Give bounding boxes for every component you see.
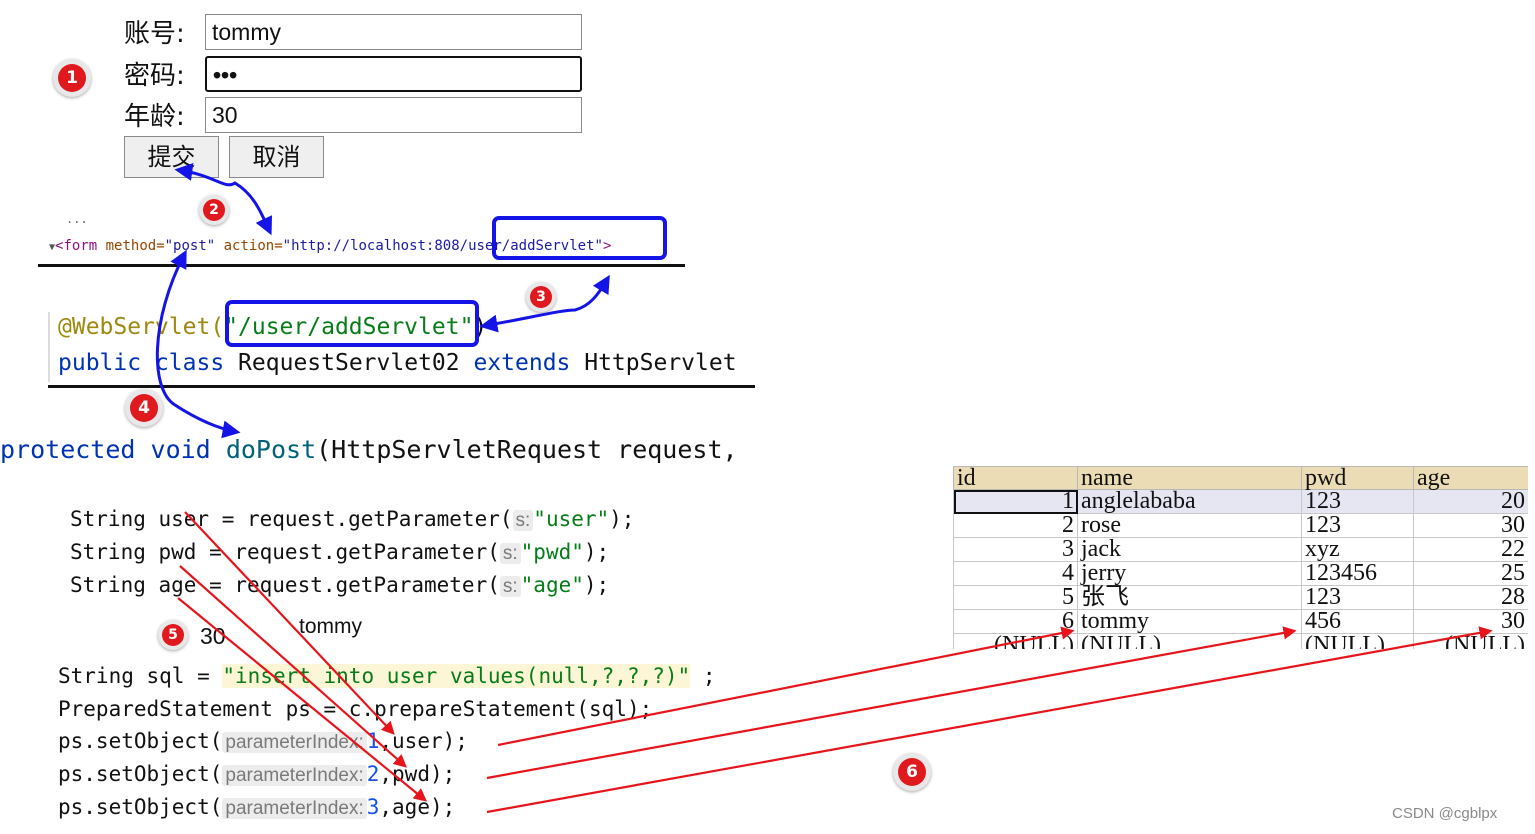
sql-line: String sql = "insert into user values(nu… [58,664,716,688]
prepared-statement-line: PreparedStatement ps = c.prepareStatemen… [58,697,653,721]
dopost-signature: protected void doPost(HttpServletRequest… [0,435,738,464]
arrow-submit-to-form [174,163,273,236]
step-badge-4: 4 [125,389,163,427]
arrow-post-to-dopost [155,249,241,439]
step-badge-6: 6 [893,753,931,791]
age-input[interactable]: 30 [205,97,582,133]
arrow-set3-to-age [486,626,1493,814]
devtools-comment: ... [66,212,88,226]
set-object-line-3: ps.setObject(parameterIndex:3,age); [58,795,456,819]
arrow-set1-to-name [497,626,1075,747]
servlet-path: "/user/addServlet" [224,314,474,340]
account-input[interactable]: tommy [205,14,582,50]
arrow-path-to-action [479,274,610,333]
divider-line [38,264,685,267]
column-header-pwd[interactable]: pwd [1301,466,1414,490]
arrow-age-to-set3 [177,597,428,802]
arrow-pwd-to-set2 [179,565,407,768]
expand-triangle-icon[interactable]: ▼ [49,242,56,253]
action-highlight-box [492,216,667,260]
step-badge-5: 5 [158,620,188,650]
step-badge-1: 1 [53,59,91,97]
column-header-age[interactable]: age [1413,466,1528,490]
arrow-set2-to-pwd [486,626,1297,780]
password-input[interactable]: ••• [205,56,582,92]
password-label: 密码: [124,61,185,91]
param-line-pwd: String pwd = request.getParameter(s:"pwd… [70,540,610,564]
table-row-null[interactable]: (NULL)(NULL)(NULL)(NULL) [953,633,1528,649]
debug-user-value: tommy [299,615,362,638]
param-line-age: String age = request.getParameter(s:"age… [70,573,610,597]
account-label: 账号: [124,19,185,49]
csdn-watermark: CSDN @cgblpx [1392,805,1498,822]
set-object-line-1: ps.setObject(parameterIndex:1,user); [58,729,468,753]
age-label: 年龄: [124,102,185,132]
set-object-line-2: ps.setObject(parameterIndex:2,pwd); [58,762,456,786]
divider-line [48,385,755,388]
db-header-row: id name pwd age [953,466,1528,490]
gutter-line [48,312,50,382]
arrow-user-to-set1 [184,511,395,735]
servlet-class-line: public class RequestServlet02 extends Ht… [58,350,737,376]
param-line-user: String user = request.getParameter(s:"us… [70,507,635,531]
submit-button[interactable]: 提交 [124,136,219,178]
column-header-name[interactable]: name [1077,466,1302,490]
